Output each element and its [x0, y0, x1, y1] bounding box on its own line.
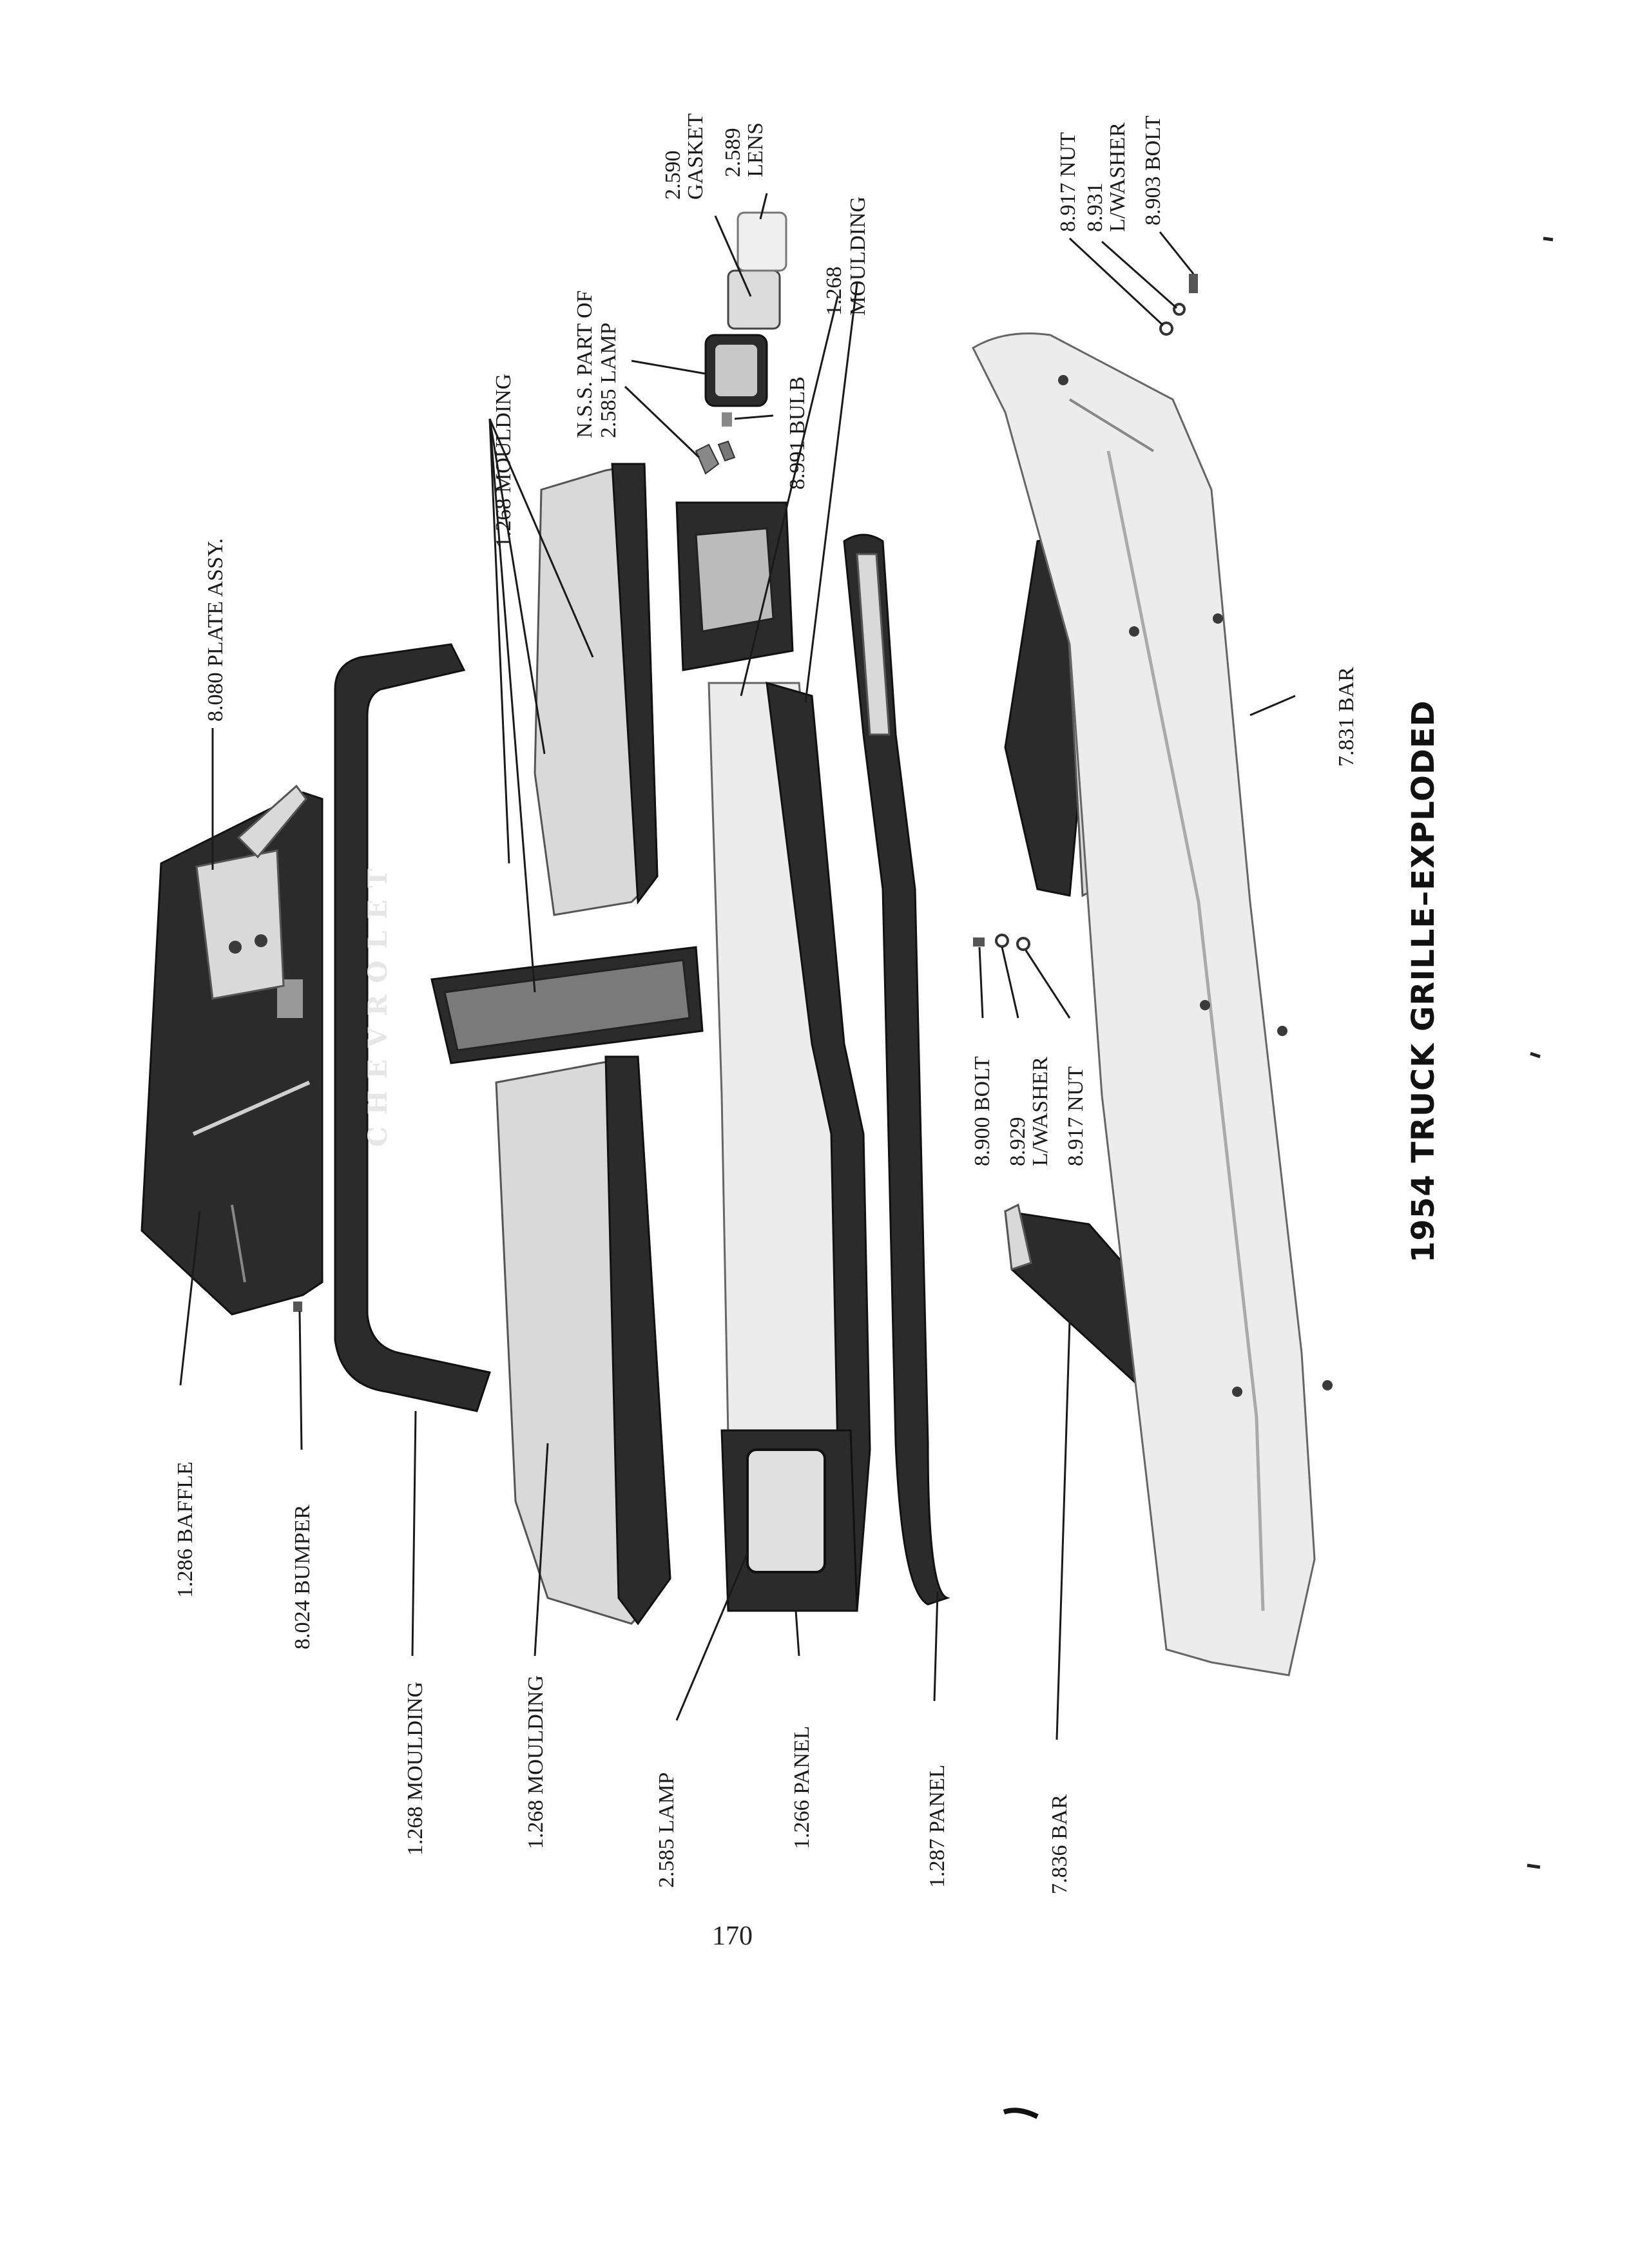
label-lens-num: 2.589 [721, 128, 745, 178]
label-bulb: 8.991 BULB [786, 376, 809, 490]
label-plate-assy: 8.080 PLATE ASSY. [204, 538, 227, 722]
label-moulding-right: MOULDING [846, 197, 870, 316]
label-nut-mid: 8.917 NUT [1064, 1066, 1088, 1166]
fasteners-mid [973, 934, 1030, 951]
center-moulding-part [430, 946, 704, 1626]
page-number: 170 [712, 1921, 753, 1951]
leader-lines [179, 193, 1296, 1740]
label-lamp: 2.585 LAMP [655, 1773, 679, 1888]
bar-7831-part [972, 332, 1333, 1677]
label-moulding-upper: 1.268 MOULDING [492, 374, 516, 548]
label-washer-top-num: 8.931 [1083, 183, 1107, 233]
label-nss-2: 2.585 LAMP [597, 323, 621, 438]
small-bumper-part [293, 1302, 302, 1312]
label-nss-1: N.S.S. PART OF [573, 291, 597, 438]
label-moulding-lower: 1.268 MOULDING [403, 1682, 427, 1856]
plate-assy-part [195, 784, 307, 1000]
label-washer-top: L/WASHER [1106, 122, 1130, 232]
label-bar-7831: 7.831 BAR [1335, 667, 1358, 767]
label-lens: LENS [744, 122, 767, 177]
label-baffle: 1.286 BAFFLE [173, 1461, 197, 1598]
scan-marks [1003, 236, 1554, 2119]
panel-1266-part [675, 501, 871, 1612]
upper-moulding-part: CHEVROLET [334, 643, 491, 1412]
label-moulding-right-num: 1.268 [822, 267, 846, 316]
label-moulding-center: 1.268 MOULDING [524, 1675, 548, 1849]
label-panel-1287: 1.287 PANEL [925, 1765, 949, 1888]
diagram-title: 1954 TRUCK GRILLE–EXPLODED [1405, 700, 1441, 1263]
upper-short-moulding-part [534, 463, 659, 916]
label-gasket: GASKET [684, 113, 708, 200]
label-bar-7836: 7.836 BAR [1048, 1794, 1072, 1894]
label-bolt-mid: 8.900 BOLT [970, 1056, 994, 1166]
chevrolet-emblem: CHEVROLET [363, 857, 393, 1147]
label-washer-mid-num: 8.929 [1006, 1117, 1030, 1167]
labels: 8.080 PLATE ASSY. 1.286 BAFFLE 8.024 BUM… [173, 113, 1358, 1894]
fasteners-top [1159, 274, 1198, 336]
panel-1287-part [843, 533, 950, 1606]
label-washer-mid: L/WASHER [1028, 1057, 1052, 1166]
label-panel-1266: 1.266 PANEL [790, 1726, 814, 1849]
lamp-assembly-part [695, 211, 787, 475]
label-nut-top: 8.917 NUT [1056, 132, 1080, 232]
label-bolt-top: 8.903 BOLT [1141, 115, 1165, 226]
label-gasket-num: 2.590 [661, 151, 685, 200]
label-bumper: 8.024 BUMPER [291, 1504, 314, 1649]
